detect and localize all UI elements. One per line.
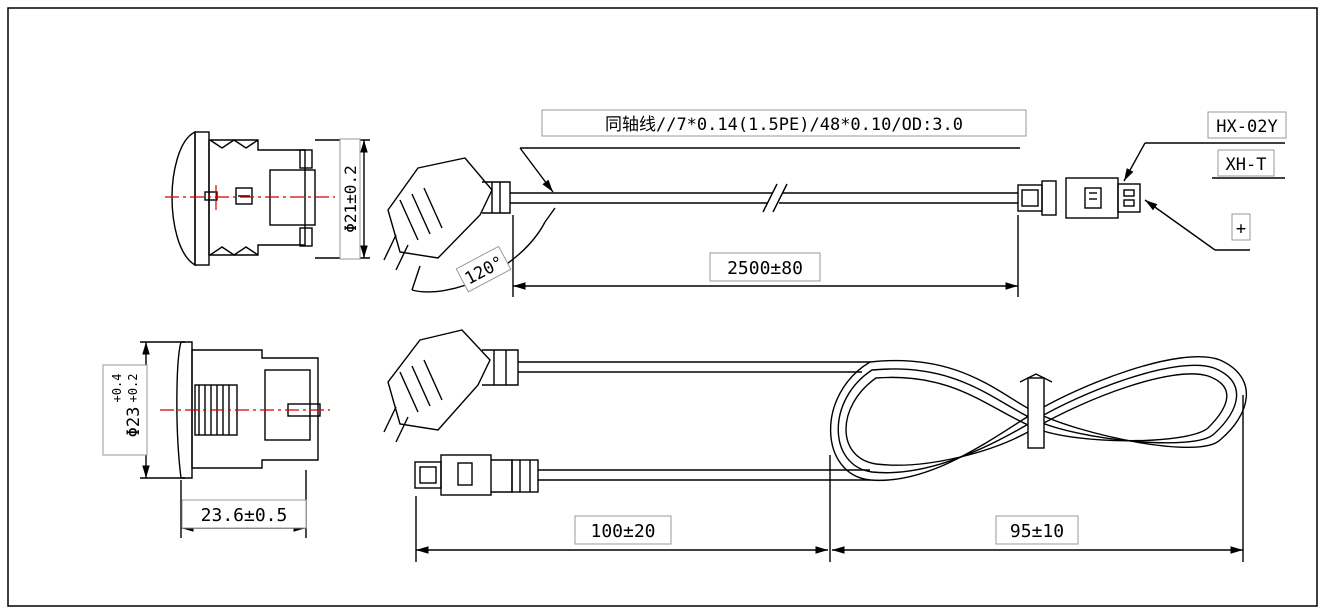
front-diameter-label: Φ21±0.2 (341, 165, 360, 232)
lead-length-label-box (574, 515, 672, 545)
side-diameter-label: Φ23 (124, 407, 144, 438)
cable-spec-label: 同轴线//7*0.14(1.5PE)/48*0.10/OD:3.0 (605, 115, 963, 135)
cable-spec-label-box (541, 109, 1027, 137)
side-diameter-tolerance-lower: +0.2 (126, 374, 140, 403)
lead-length-label: 100±20 (590, 521, 655, 542)
cable-assembly-straight (383, 142, 1285, 297)
coil-length-label: 95±10 (1010, 521, 1064, 542)
cable-assembly-coiled (383, 329, 1247, 562)
connector-type-label: XH-T (1226, 155, 1267, 175)
side-diameter-label-box (102, 364, 148, 456)
polarity-label-box (1231, 213, 1251, 241)
front-diameter-label-box (339, 138, 361, 260)
depth-label-box (181, 499, 307, 529)
connector-model-label-box (1207, 111, 1287, 139)
polarity-label: + (1236, 219, 1246, 239)
connector-type-label-box (1217, 149, 1275, 177)
drawing-border (7, 7, 1318, 607)
connector-model-label: HX-02Y (1216, 117, 1277, 137)
coil-length-label-box (995, 515, 1079, 545)
cable-length-label-box (709, 252, 821, 282)
depth-label: 23.6±0.5 (201, 505, 288, 526)
cable-length-label: 2500±80 (727, 258, 803, 279)
angle-label-box (455, 245, 512, 293)
side-diameter-tolerance-upper: +0.4 (110, 374, 124, 403)
